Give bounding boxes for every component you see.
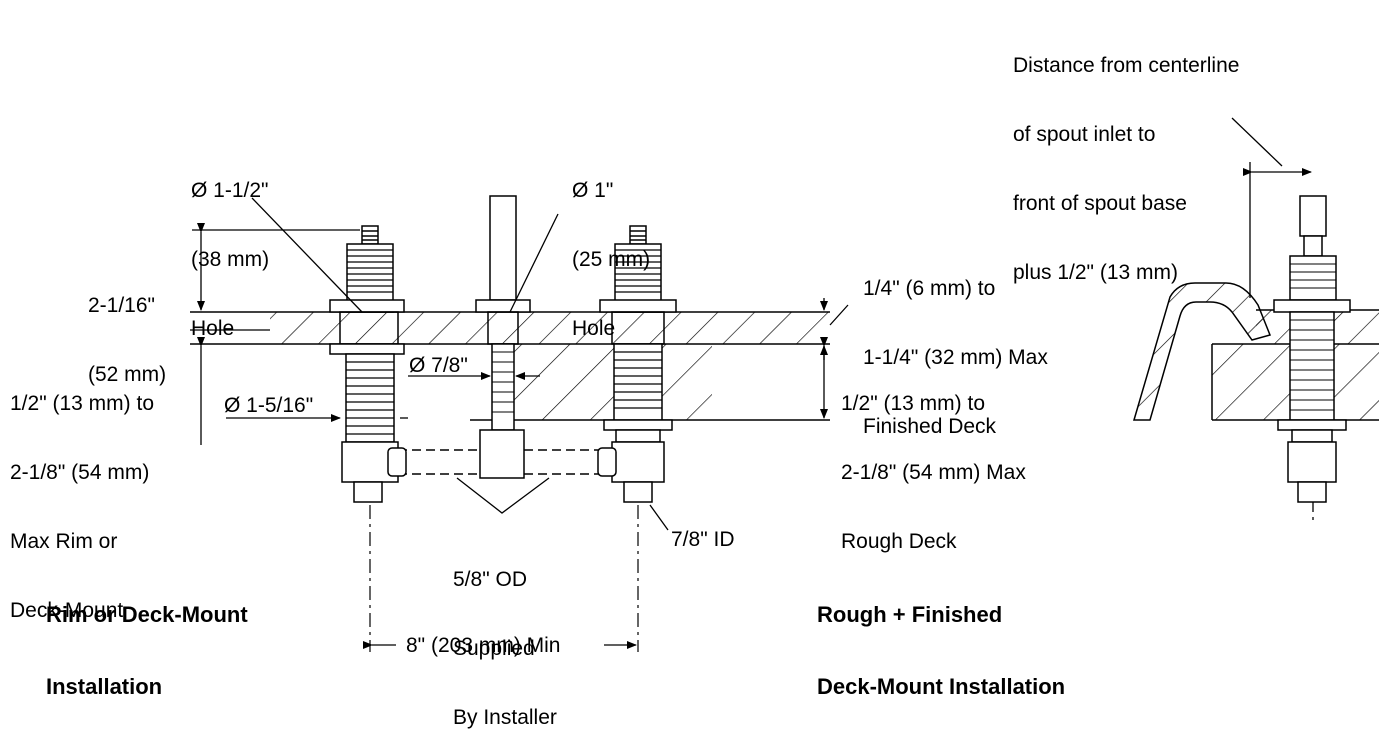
side-dimension [1231, 117, 1314, 520]
spout-line-3: front of spout base [1013, 192, 1187, 215]
title-rim-deck-mount: Rim or Deck-Mount Installation [46, 555, 248, 723]
finished-line-1: 1/4" (6 mm) to [863, 277, 996, 300]
finished-line-3: Finished Deck [863, 415, 997, 438]
title-rim-line-1: Rim or Deck-Mount [46, 602, 248, 627]
left-valve-threads [346, 249, 394, 435]
spacing-label: 8" (203 mm) Min [406, 634, 561, 657]
spout-line-2: of spout inlet to [1013, 123, 1156, 146]
title-rough-line-1: Rough + Finished [817, 602, 1003, 627]
id-label: 7/8" ID [671, 528, 735, 551]
left-valve [329, 225, 405, 503]
installation-diagram [190, 117, 1379, 652]
rim-thickness-label: 1/2" (13 mm) to 2-1/8" (54 mm) Max Rim o… [10, 346, 154, 645]
dia-1-5-16-label: Ø 1-5/16" [224, 394, 314, 417]
centerlines [369, 505, 639, 652]
center-spout [475, 195, 531, 479]
supply-fittings [387, 447, 617, 477]
right-valve [599, 225, 677, 503]
height-line-1: 2-1/16" [88, 294, 155, 317]
hole-large-line-1: Ø 1-1/2" [191, 179, 269, 202]
side-valve-threads [1290, 263, 1336, 411]
leader-lines [226, 197, 669, 531]
hole-small-line-3: Hole [572, 317, 616, 340]
od-line-1: 5/8" OD [453, 568, 527, 591]
sink-rim-profile [1132, 282, 1272, 421]
title-rim-line-2: Installation [46, 674, 163, 699]
dim-height-above-deck [192, 223, 360, 311]
dia-7-8-label: Ø 7/8" [409, 354, 468, 377]
finished-deck-slab [190, 311, 830, 345]
rough-line-2: 2-1/8" (54 mm) Max [841, 461, 1026, 484]
height-line-2: (52 mm) [88, 363, 167, 386]
hole-large-label: Ø 1-1/2" (38 mm) Hole [191, 133, 269, 363]
rough-deck-label: 1/2" (13 mm) to 2-1/8" (54 mm) Max Rough… [841, 346, 1026, 576]
od-line-2: Supplied [453, 637, 535, 660]
spout-line-4: plus 1/2" (13 mm) [1013, 261, 1179, 284]
height-above-deck-label: 2-1/16" (52 mm) [88, 248, 166, 409]
hole-large-line-2: (38 mm) [191, 248, 270, 271]
rough-deck-slab [470, 344, 830, 421]
spout-threads [492, 351, 514, 413]
rough-line-1: 1/2" (13 mm) to [841, 392, 985, 415]
rim-line-2: 2-1/8" (54 mm) [10, 461, 150, 484]
spout-line-1: Distance from centerline [1013, 54, 1240, 77]
hole-small-label: Ø 1" (25 mm) Hole [572, 133, 650, 363]
hole-small-line-2: (25 mm) [572, 248, 651, 271]
rim-line-1: 1/2" (13 mm) to [10, 392, 154, 415]
hole-large-line-3: Hole [191, 317, 235, 340]
hole-small-line-1: Ø 1" [572, 179, 614, 202]
finished-deck-label: 1/4" (6 mm) to 1-1/4" (32 mm) Max Finish… [863, 231, 1048, 461]
rough-line-3: Rough Deck [841, 530, 957, 553]
finished-line-2: 1-1/4" (32 mm) Max [863, 346, 1048, 369]
od-line-3: By Installer [453, 706, 557, 729]
right-valve-threads [614, 249, 662, 409]
title-rough-line-2: Deck-Mount Installation [817, 674, 1066, 699]
dim-deck [820, 298, 849, 419]
rim-line-3: Max Rim or [10, 530, 118, 553]
rim-line-4: Deck-Mount [10, 599, 124, 622]
title-rough-finished: Rough + Finished Deck-Mount Installation [817, 555, 1065, 723]
spout-distance-label: Distance from centerline of spout inlet … [1013, 8, 1239, 307]
supply-lines [398, 449, 612, 475]
